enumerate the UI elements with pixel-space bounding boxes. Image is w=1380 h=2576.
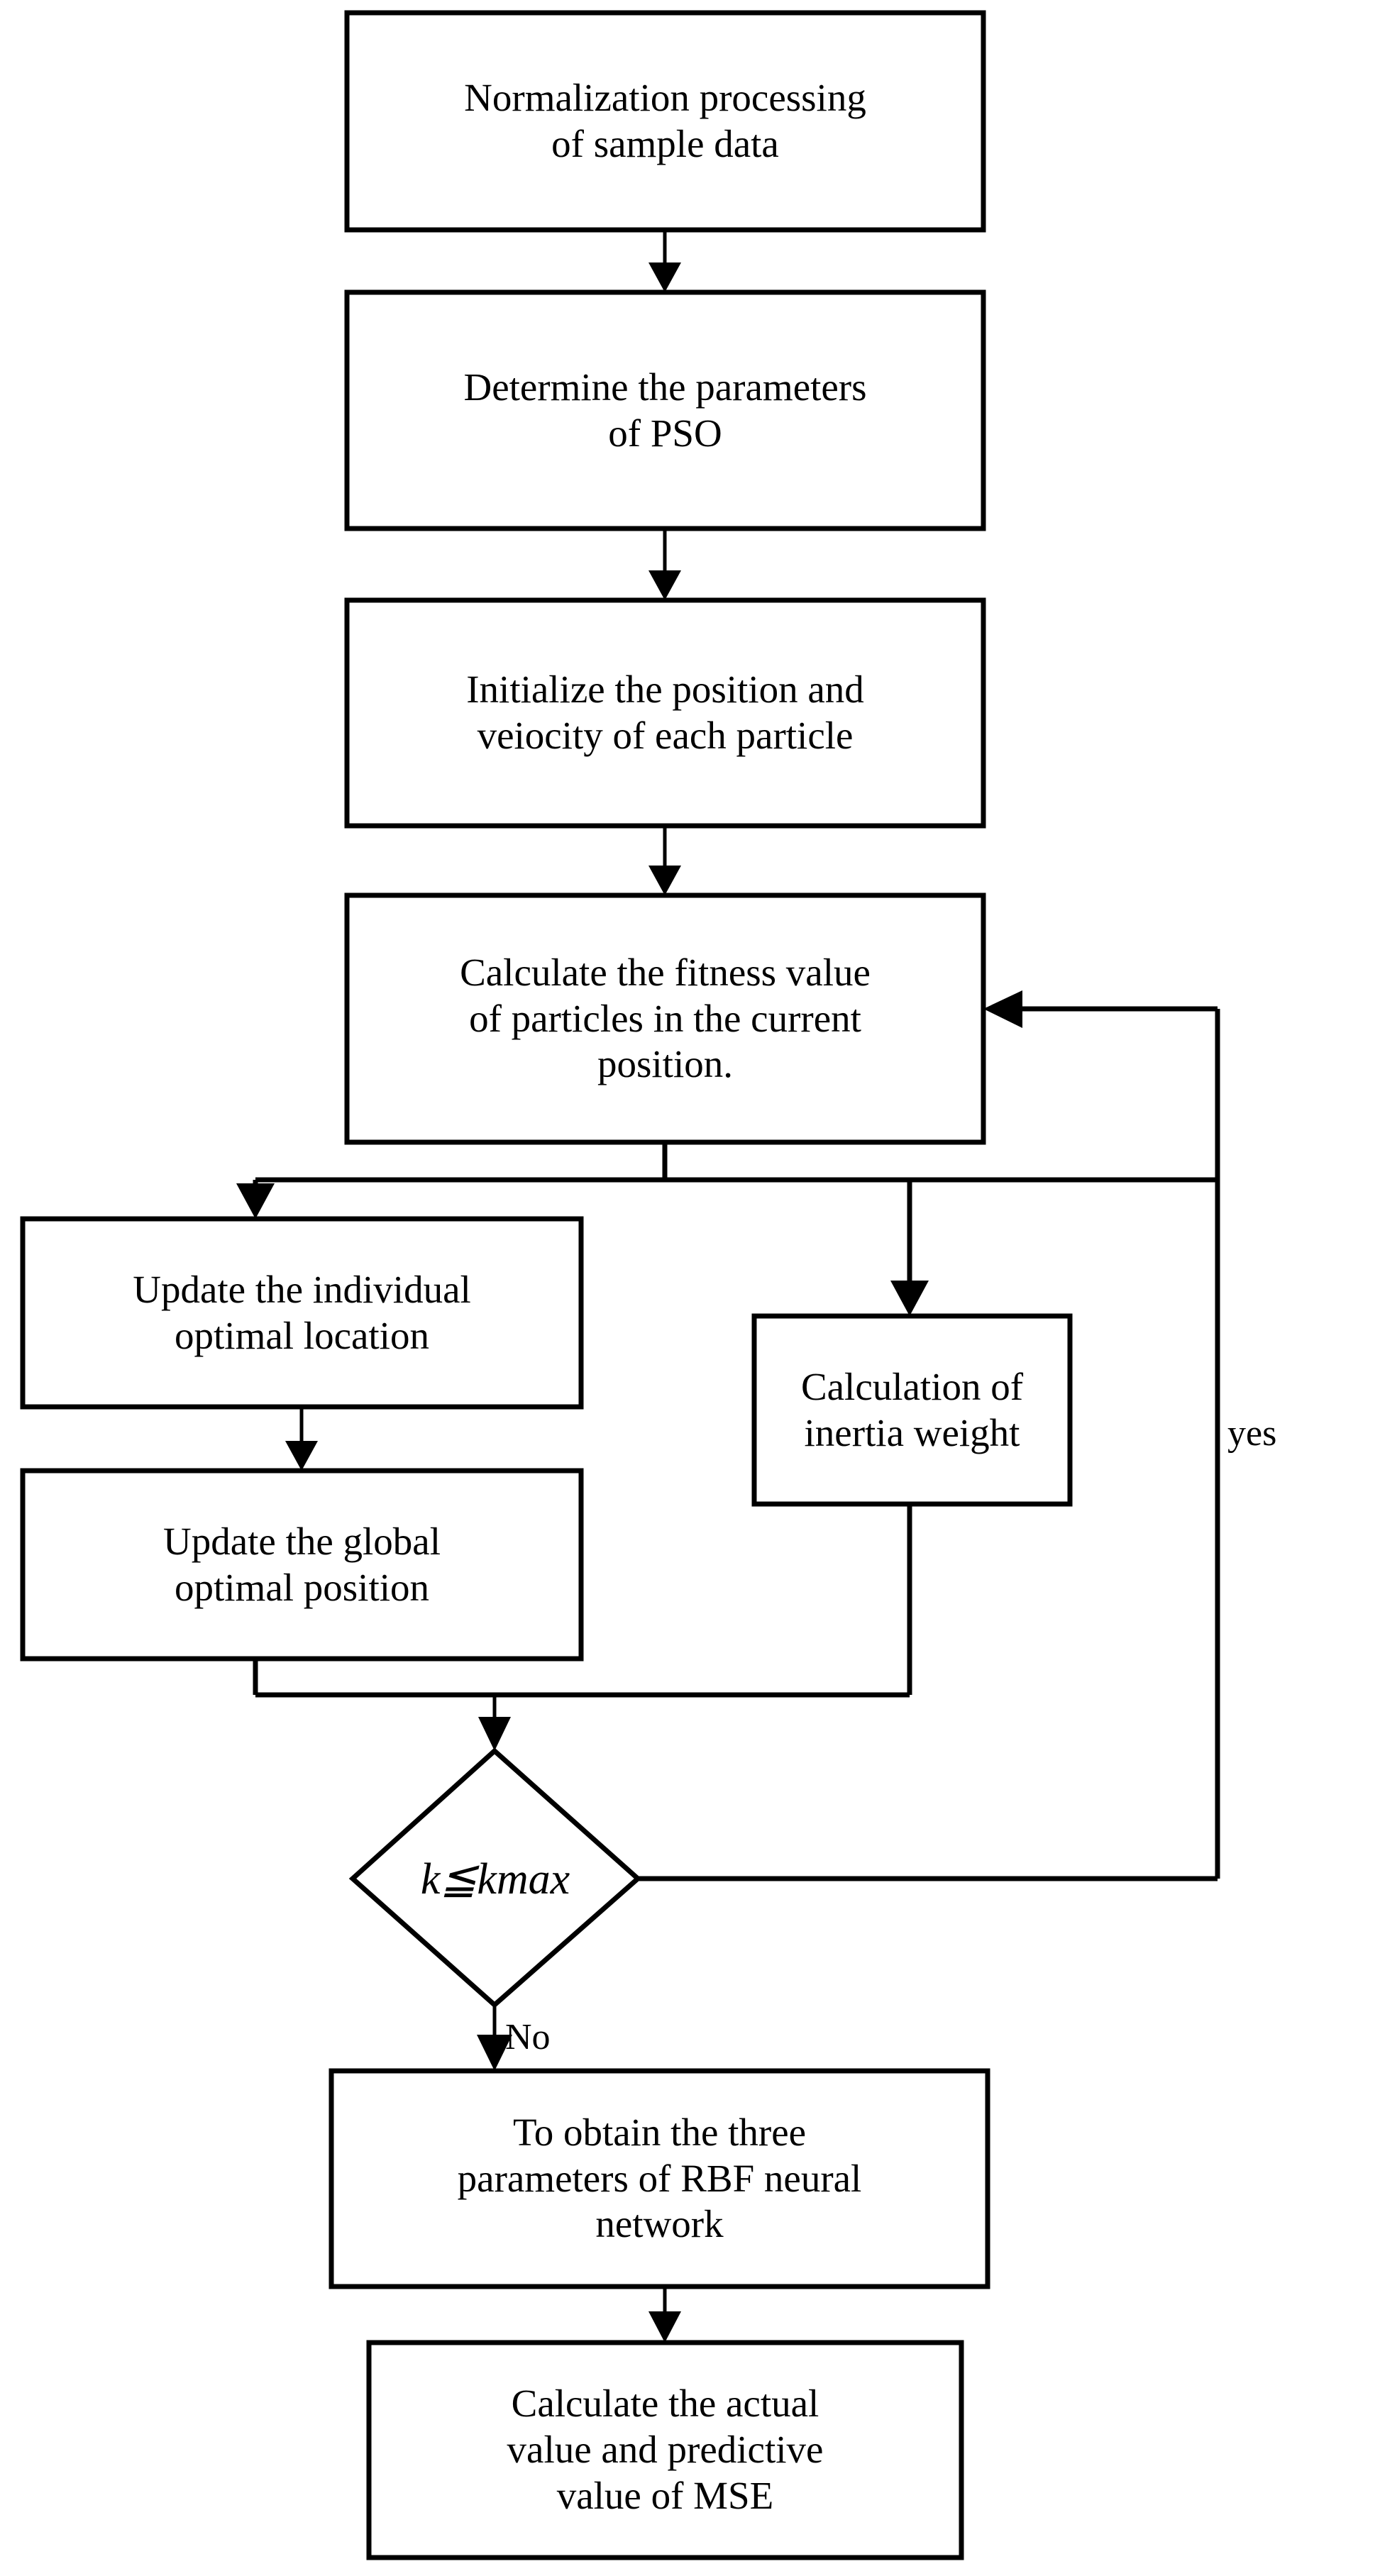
node-fitness xyxy=(344,892,986,1145)
edge-rbf-to-mse xyxy=(648,2287,681,2343)
edge-decision-yes-loop xyxy=(638,990,1220,1881)
node-individual-best xyxy=(20,1216,584,1410)
edge-label-no: No xyxy=(505,2017,551,2057)
node-rbf-params xyxy=(329,2068,990,2289)
edge-fitness-split xyxy=(236,1142,1218,1316)
node-label-decision: k≦kmax xyxy=(420,1855,570,1903)
edge-decision-no-to-rbf xyxy=(477,2005,512,2071)
node-initialize xyxy=(344,597,986,829)
node-determine-pso xyxy=(344,289,986,531)
node-normalization xyxy=(344,10,986,233)
edge-merge-to-decision xyxy=(253,1504,912,1751)
edge-initialize-to-fitness xyxy=(648,826,681,895)
edge-label-yes: yes xyxy=(1227,1413,1277,1454)
edge-normalization-to-determine-pso xyxy=(648,230,681,292)
edge-determine-pso-to-initialize xyxy=(648,529,681,600)
node-mse xyxy=(366,2340,964,2560)
edge-individual-to-global xyxy=(285,1407,318,1471)
node-inertia-weight xyxy=(751,1313,1073,1507)
node-global-best xyxy=(20,1468,584,1662)
